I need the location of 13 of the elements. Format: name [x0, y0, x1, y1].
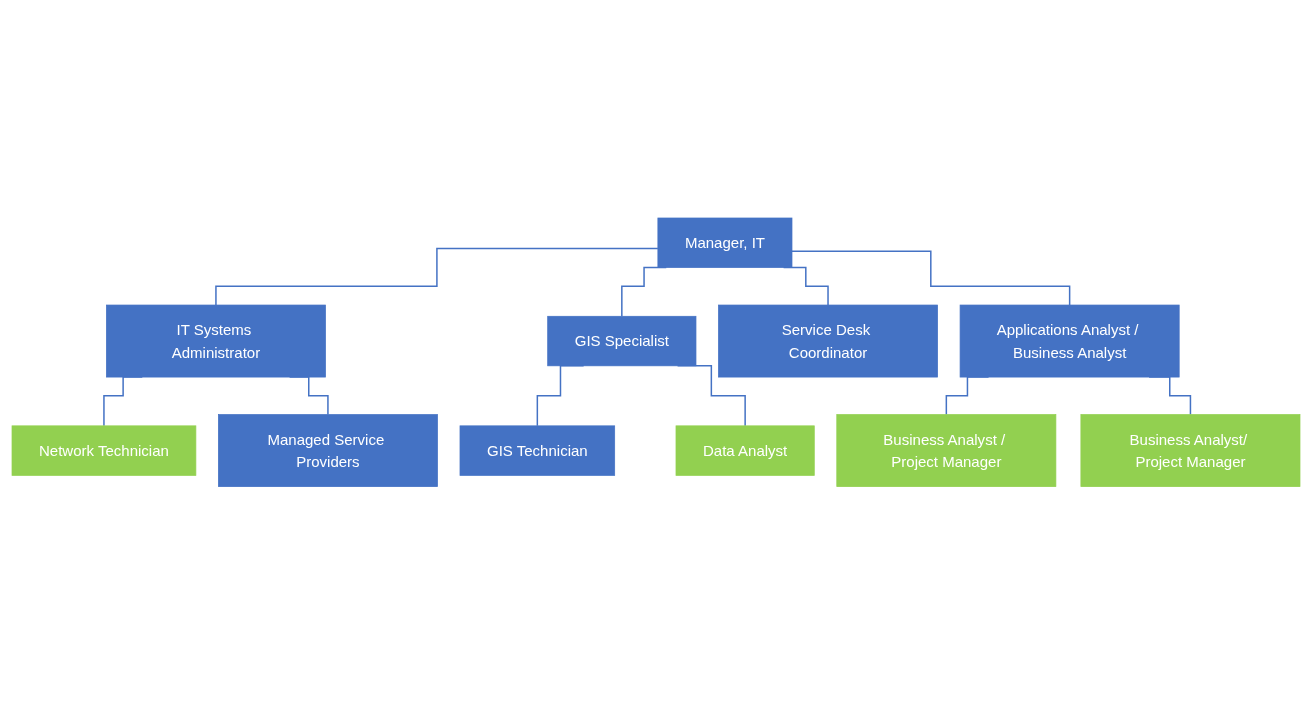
node-box: Manager, IT — [657, 217, 793, 268]
node-box: Data Analyst — [675, 425, 815, 476]
node-box: GIS Technician — [459, 425, 616, 476]
node-box: Business Analyst/ Project Manager — [1080, 413, 1301, 487]
node-box: Business Analyst / Project Manager — [836, 413, 1057, 487]
node-box: IT Systems Administrator — [106, 304, 326, 378]
connector — [215, 247, 659, 306]
node-box: Applications Analyst / Business Analyst — [959, 304, 1180, 378]
node-box: Managed Service Providers — [218, 413, 438, 487]
node-box: Network Technician — [11, 425, 197, 476]
node-box: Service Desk Coordinator — [718, 304, 938, 378]
node-box: GIS Specialist — [547, 315, 697, 366]
connector — [791, 250, 1071, 306]
